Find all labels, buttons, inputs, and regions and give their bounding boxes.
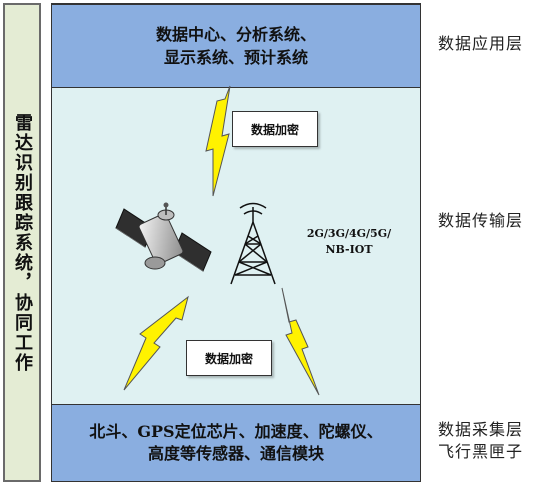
collection-layer-label-1: 数据采集层 (438, 420, 524, 439)
collection-line-1: 北斗、GPS定位芯片、加速度、陀螺仪、 (89, 422, 383, 441)
side-bar: 雷达识别跟踪系统，协同工作 (3, 3, 41, 482)
lightning-bolt-icon (281, 287, 320, 396)
lightning-bolt-icon (205, 85, 231, 197)
layer-stack: 数据中心、分析系统、 显示系统、预计系统 北斗、GPS定位芯片、加速度、陀螺仪、… (51, 3, 421, 482)
collection-line-2: 高度等传感器、通信模块 (147, 444, 324, 463)
application-layer-label: 数据应用层 (438, 34, 524, 53)
transmission-layer-label: 数据传输层 (438, 211, 524, 230)
side-bar-text: 雷达识别跟踪系统，协同工作 (12, 112, 33, 373)
network-line-2: NB-IOT (325, 243, 373, 256)
network-line-1: 2G/3G/4G/5G/ (306, 227, 392, 240)
encryption-box-bottom: 数据加密 (186, 340, 272, 376)
application-line-1: 数据中心、分析系统、 (155, 25, 316, 44)
cell-tower-icon (230, 202, 276, 285)
encryption-label-top: 数据加密 (250, 122, 299, 137)
encryption-label-bottom: 数据加密 (204, 351, 253, 366)
lightning-bolt-icon (123, 295, 189, 391)
application-layer-box: 数据中心、分析系统、 显示系统、预计系统 (52, 4, 420, 88)
collection-layer-label-2: 飞行黑匣子 (438, 442, 524, 461)
network-types-label: 2G/3G/4G/5G/ NB-IOT (298, 226, 400, 258)
collection-layer-label: 数据采集层 飞行黑匣子 (438, 419, 523, 463)
encryption-box-top: 数据加密 (232, 111, 318, 147)
satellite-icon (115, 202, 212, 272)
application-line-2: 显示系统、预计系统 (163, 48, 308, 67)
collection-layer-box: 北斗、GPS定位芯片、加速度、陀螺仪、 高度等传感器、通信模块 (52, 404, 420, 482)
